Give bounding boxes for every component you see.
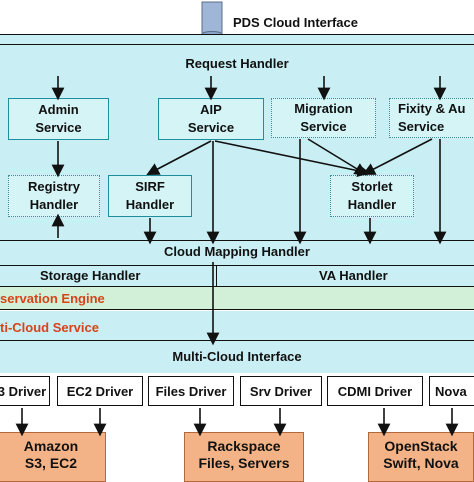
storlet-handler-box: Storlet Handler [330,175,414,217]
preservation-engine-band [0,287,474,310]
openstack-cloud-box: OpenStack Swift, Nova [368,432,474,482]
s3-driver-box: 3 Driver [0,376,50,406]
storage-va-divider [216,265,217,287]
preservation-engine-label: servation Engine [0,291,105,306]
multi-cloud-interface-label: Multi-Cloud Interface [172,349,302,364]
storage-va-row [0,265,474,287]
va-handler-label: VA Handler [319,268,388,283]
migration-service-box: Migration Service [271,98,376,138]
multi-cloud-service-band [0,311,474,341]
pds-cloud-interface-label: PDS Cloud Interface [233,15,358,30]
nova-driver-box: Nova [429,376,474,406]
cdmi-driver-box: CDMI Driver [327,376,423,406]
request-handler-top-line [0,44,474,45]
amazon-cloud-box: Amazon S3, EC2 [0,432,106,482]
request-handler-label: Request Handler [185,56,289,71]
sirf-handler-box: SIRF Handler [108,175,192,217]
fixity-service-box: Fixity & Au Service [389,98,474,138]
ec2-driver-box: EC2 Driver [57,376,143,406]
multi-cloud-interface-band [0,341,474,373]
srv-driver-box: Srv Driver [240,376,322,406]
aip-service-box: AIP Service [158,98,264,140]
cloud-mapping-handler-line [0,240,474,241]
admin-service-box: Admin Service [8,98,109,140]
cloud-mapping-handler-label: Cloud Mapping Handler [164,244,310,259]
multi-cloud-service-label: ti-Cloud Service [0,320,99,335]
registry-handler-box: Registry Handler [8,175,100,217]
storage-handler-label: Storage Handler [40,268,141,283]
cloud-interface-cylinder-icon [201,0,223,37]
rackspace-cloud-box: Rackspace Files, Servers [184,432,304,482]
files-driver-box: Files Driver [148,376,234,406]
